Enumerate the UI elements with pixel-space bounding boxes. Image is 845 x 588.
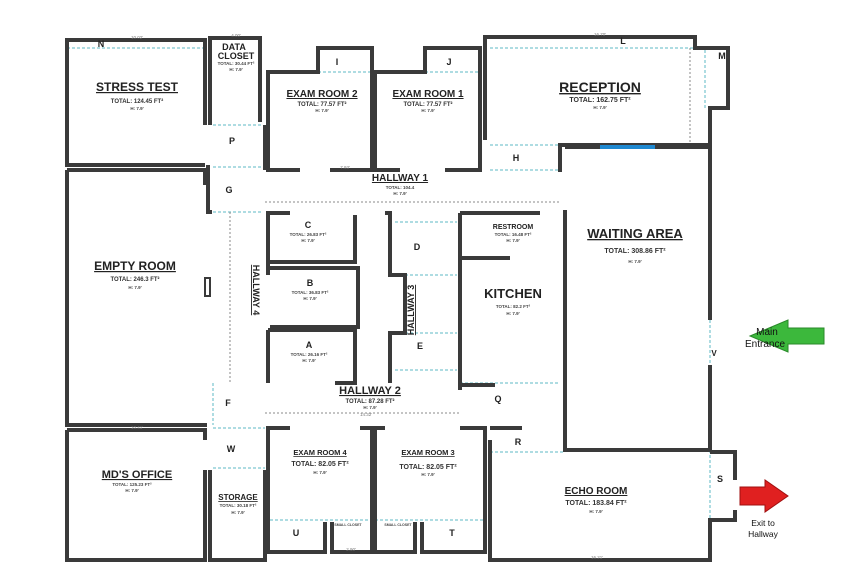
room-storage: STORAGE: [218, 493, 258, 502]
dimension: 4.00': [231, 33, 241, 38]
room-height: H: 7.9': [229, 67, 242, 72]
room-restroom: RESTROOM: [493, 224, 534, 231]
letter-q: Q: [494, 394, 501, 404]
room-exam-room-2: EXAM ROOM 2: [286, 89, 358, 100]
room-total: TOTAL: 87.28 FT²: [345, 398, 394, 405]
letter-u: U: [293, 528, 300, 538]
area-letters: N I J L M P G H D E F Q W R S U T V: [98, 36, 726, 538]
letter-v: V: [711, 349, 717, 358]
room-b: B: [307, 278, 314, 288]
exit-label-2: Hallway: [748, 529, 779, 539]
room-hallway-2: HALLWAY 2: [339, 385, 401, 397]
dimension: 7.93': [340, 165, 350, 170]
walls: [65, 35, 737, 562]
letter-l: L: [620, 36, 626, 46]
letter-n: N: [98, 39, 105, 49]
room-total: TOTAL: 26.16 FT²: [291, 352, 328, 357]
letter-f: F: [225, 398, 231, 408]
room-hallway-3: HALLWAY 3: [406, 285, 416, 336]
room-height: H: 7.9': [130, 106, 143, 111]
small-closet-label: SMALL CLOSET: [384, 523, 412, 527]
dimension: 16.21': [591, 555, 603, 560]
room-total: TOTAL: 77.57 FT²: [403, 101, 452, 108]
room-height: H: 7.9': [506, 238, 519, 243]
dimension: 10.41': [131, 425, 143, 430]
main-entrance-arrow-icon: [748, 319, 825, 353]
letter-j: J: [446, 57, 451, 67]
room-total: TOTAL: 104.4: [386, 185, 415, 190]
room-total: TOTAL: 162.75 FT²: [569, 97, 631, 104]
dimension: 16.70': [594, 32, 606, 37]
letter-r: R: [515, 437, 522, 447]
room-total: TOTAL: 36.83 FT²: [292, 290, 329, 295]
room-data-closet-line2: CLOSET: [218, 51, 255, 61]
dimension: 2.90': [346, 547, 356, 552]
letter-i: I: [336, 57, 339, 67]
letter-g: G: [225, 185, 232, 195]
dimension-labels: 10.02' 4.00' 16.70' 7.93' 14.32' 16.21' …: [131, 32, 606, 560]
exit-label: Exit to: [751, 518, 775, 528]
room-waiting-area: WAITING AREA: [587, 226, 683, 241]
room-total: TOTAL: 125.23 FT²: [112, 482, 152, 487]
letter-t: T: [449, 528, 455, 538]
room-height: H: 7.9': [628, 259, 641, 264]
room-echo-room: ECHO ROOM: [565, 486, 628, 497]
room-a: A: [306, 340, 313, 350]
room-kitchen: KITCHEN: [484, 286, 542, 301]
exit-arrow-icon: [739, 479, 789, 513]
letter-w: W: [227, 444, 236, 454]
letter-d: D: [414, 242, 421, 252]
room-exam-room-1: EXAM ROOM 1: [392, 89, 464, 100]
room-height: H: 7.9': [128, 285, 141, 290]
room-hallway-4: HALLWAY 4: [251, 265, 261, 316]
room-height: H: 7.9': [231, 510, 244, 515]
room-height: H: 7.9': [363, 405, 376, 410]
room-total: TOTAL: 246.3 FT²: [110, 276, 159, 283]
room-height: H: 7.9': [393, 191, 406, 196]
dimension: 14.32': [360, 412, 372, 417]
room-total: TOTAL: 82.2 FT²: [496, 304, 531, 309]
room-total: TOTAL: 30.18 FT²: [220, 503, 257, 508]
dimension: 10.02': [131, 35, 143, 40]
room-height: H: 7.9': [302, 358, 315, 363]
room-exam-room-3: EXAM ROOM 3: [401, 448, 454, 457]
room-height: H: 7.9': [593, 105, 606, 110]
room-height: H: 7.9': [506, 311, 519, 316]
room-total: TOTAL: 30.44 FT²: [218, 61, 255, 66]
letter-s: S: [717, 474, 723, 484]
main-entrance-label: Main: [756, 327, 778, 338]
room-total: TOTAL: 82.05 FT²: [399, 464, 457, 471]
room-total: TOTAL: 77.57 FT²: [297, 101, 346, 108]
room-total: TOTAL: 16.48 FT²: [495, 232, 532, 237]
room-height: H: 7.9': [589, 509, 602, 514]
room-total: TOTAL: 183.84 FT²: [565, 500, 627, 507]
room-height: H: 7.9': [421, 472, 434, 477]
room-c: C: [305, 220, 312, 230]
room-total: TOTAL: 82.05 FT²: [291, 461, 349, 468]
room-height: H: 7.9': [301, 238, 314, 243]
room-height: H: 7.9': [313, 470, 326, 475]
room-reception: RECEPTION: [559, 79, 641, 95]
letter-m: M: [718, 51, 726, 61]
letter-e: E: [417, 341, 423, 351]
main-entrance-label-2: Entrance: [745, 339, 785, 350]
small-closet-label: SMALL CLOSET: [334, 523, 362, 527]
room-exam-room-4: EXAM ROOM 4: [293, 448, 347, 457]
room-total: TOTAL: 308.86 FT²: [604, 248, 666, 255]
room-total: TOTAL: 26.83 FT²: [290, 232, 327, 237]
room-mds-office: MD'S OFFICE: [102, 469, 172, 481]
room-height: H: 7.9': [421, 108, 434, 113]
room-empty-room: EMPTY ROOM: [94, 259, 176, 273]
room-height: H: 7.9': [125, 488, 138, 493]
room-hallway-1: HALLWAY 1: [372, 173, 429, 184]
letter-h: H: [513, 153, 520, 163]
room-stress-test: STRESS TEST: [96, 80, 179, 94]
room-data-closet: DATA: [222, 42, 246, 52]
room-total: TOTAL: 124.45 FT²: [111, 98, 163, 105]
room-height: H: 7.9': [303, 296, 316, 301]
letter-p: P: [229, 136, 235, 146]
room-height: H: 7.9': [315, 108, 328, 113]
